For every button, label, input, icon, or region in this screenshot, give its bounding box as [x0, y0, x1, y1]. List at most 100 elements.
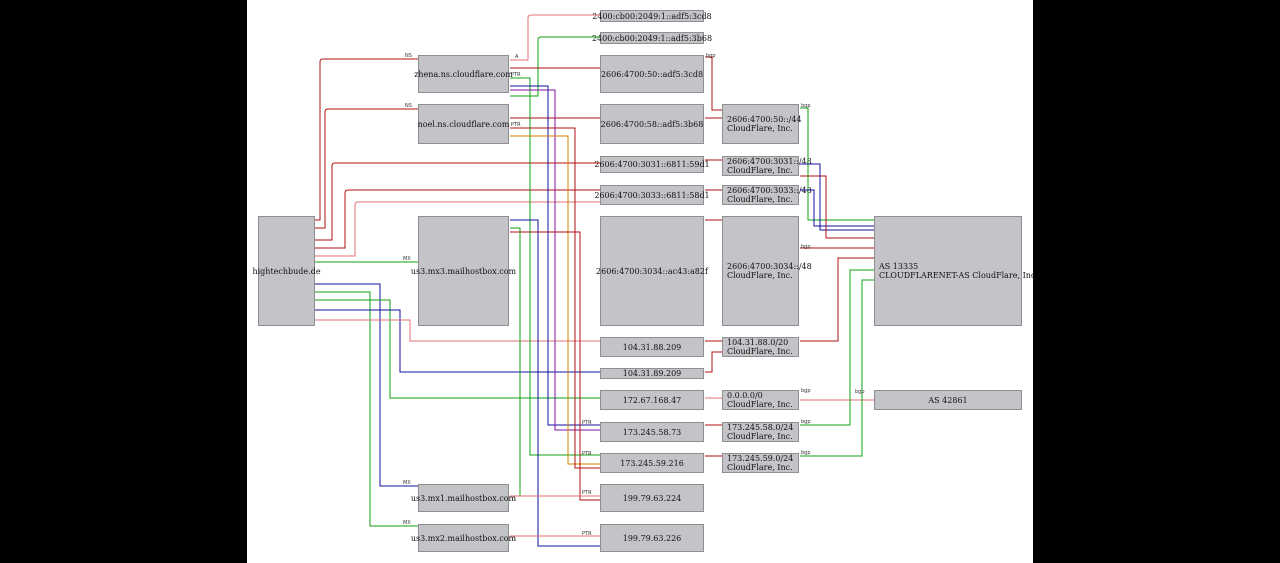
ip-node[interactable]: 199.79.63.226 — [600, 524, 704, 552]
ip-node[interactable]: 104.31.88.209 — [600, 337, 704, 357]
edge-bgp — [705, 351, 722, 373]
node-label: 104.31.89.209 — [622, 369, 682, 378]
edge-a — [510, 219, 600, 547]
edge-label: bgp — [801, 244, 811, 250]
edge-a — [315, 189, 600, 249]
edge-a — [315, 201, 600, 257]
node-label: AS 13335 CLOUDFLARENET-AS CloudFlare, In… — [879, 262, 1038, 280]
edge-label: MX — [403, 480, 411, 486]
netblock-node[interactable]: 2606:4700:3034::/48 CloudFlare, Inc. — [722, 216, 812, 326]
netblock-node[interactable]: 173.245.59.0/24 CloudFlare, Inc. — [722, 453, 799, 473]
edge-label: PTR — [582, 490, 592, 496]
node-label: 199.79.63.226 — [622, 533, 682, 543]
netblock-node[interactable]: 0.0.0.0/0 CloudFlare, Inc. — [722, 390, 799, 410]
node-label: 173.245.59.216 — [620, 458, 684, 468]
node-label: 173.245.58.0/24 CloudFlare, Inc. — [727, 423, 794, 441]
ip-node[interactable]: 2606:4700:3033::6811:58d1 — [594, 185, 710, 205]
edge-bgp — [800, 279, 874, 457]
node-label: 104.31.88.0/20 CloudFlare, Inc. — [727, 338, 793, 356]
nameserver-node-noel[interactable]: noel.ns.cloudflare.com — [418, 104, 509, 144]
node-label: 2606:4700:3031::6811:59d1 — [594, 160, 710, 169]
edge-a — [315, 319, 600, 342]
node-label: 173.245.58.73 — [622, 427, 682, 437]
netblock-node[interactable]: 2606:4700:3033::/48 CloudFlare, Inc. — [722, 185, 812, 205]
ip-node[interactable]: 2400:cb00:2049:1::adf5:3cd8 — [592, 10, 712, 22]
mx-node-mx2[interactable]: us3.mx2.mailhostbox.com — [411, 524, 516, 552]
edge-mx — [315, 283, 418, 487]
node-label: 173.245.59.0/24 CloudFlare, Inc. — [727, 454, 794, 472]
edge-bgp — [705, 56, 722, 111]
netblock-node[interactable]: 2606:4700:50::/44 CloudFlare, Inc. — [722, 104, 802, 144]
edge-a — [315, 309, 600, 373]
ip-node[interactable]: 173.245.59.216 — [600, 453, 704, 473]
node-label: 2606:4700:3033::/48 CloudFlare, Inc. — [727, 186, 812, 204]
edge-label: NS — [405, 103, 412, 109]
ip-node[interactable]: 199.79.63.224 — [600, 484, 704, 512]
netblock-node[interactable]: 2606:4700:3031::/48 CloudFlare, Inc. — [722, 156, 812, 176]
edge-label: bgp — [801, 388, 811, 394]
edge-label: MX — [403, 256, 411, 262]
edge-ns — [315, 58, 418, 221]
domain-node-label: hightechbude.de — [252, 266, 321, 276]
as-node-other[interactable]: AS 42861 — [874, 390, 1022, 410]
edge-ptr — [510, 127, 600, 469]
node-label: 2400:cb00:2049:1::adf5:3cd8 — [592, 11, 712, 21]
edge-a — [315, 299, 600, 399]
edge-bgp — [800, 175, 874, 239]
edge-label: PTR — [582, 420, 592, 426]
edge-label: bgp — [706, 53, 716, 59]
edge-label: PTR — [511, 72, 521, 78]
edge-label: bgp — [801, 450, 811, 456]
nameserver-node-zhena[interactable]: zhena.ns.cloudflare.com — [414, 55, 513, 93]
node-label: 2606:4700:3033::6811:58d1 — [594, 190, 710, 200]
node-label: us3.mx1.mailhostbox.com — [410, 493, 517, 503]
node-label: AS 42861 — [928, 395, 968, 405]
node-label: 2606:4700:3034::/48 CloudFlare, Inc. — [727, 262, 812, 280]
edge-ptr — [510, 77, 600, 456]
ip-node[interactable]: 172.67.168.47 — [600, 390, 704, 410]
node-label: 0.0.0.0/0 CloudFlare, Inc. — [727, 391, 793, 409]
edge-mx — [315, 291, 418, 527]
edge-label: MX — [403, 520, 411, 526]
edge-ns — [315, 108, 418, 229]
domain-node[interactable]: hightechbude.de — [252, 216, 321, 326]
edge-a — [315, 162, 600, 241]
node-label: 2606:4700:3034::ac43:a82f — [596, 266, 708, 276]
netblock-node[interactable]: 104.31.88.0/20 CloudFlare, Inc. — [722, 337, 799, 357]
node-label: zhena.ns.cloudflare.com — [414, 69, 513, 79]
ip-node[interactable]: 2606:4700:3034::ac43:a82f — [596, 216, 708, 326]
graph-canvas: hightechbude.de zhena.ns.cloudflare.com … — [247, 0, 1038, 563]
edge-ptr — [510, 89, 600, 431]
node-label: 2606:4700:3031::/48 CloudFlare, Inc. — [727, 157, 812, 175]
edge-a — [510, 231, 600, 501]
edge-label: PTR — [582, 531, 592, 537]
node-label: 2606:4700:50::/44 CloudFlare, Inc. — [727, 115, 802, 133]
edge-label: PTR — [511, 122, 521, 128]
mx-node-mx1[interactable]: us3.mx1.mailhostbox.com — [411, 484, 516, 512]
ip-node[interactable]: 173.245.58.73 — [600, 422, 704, 442]
edge-a — [510, 36, 600, 97]
edge-bgp — [800, 257, 874, 342]
ip-node[interactable]: 2400:cb00:2049:1::adf5:3b68 — [592, 32, 712, 44]
edge-label: bgp — [855, 389, 865, 395]
node-label: 2606:4700:58::adf5:3b68 — [600, 119, 704, 129]
ip-node[interactable]: 2606:4700:58::adf5:3b68 — [600, 104, 704, 144]
node-label: us3.mx2.mailhostbox.com — [410, 533, 517, 543]
node-label: 2606:4700:50::adf5:3cd8 — [600, 69, 704, 79]
edge-label: PTR — [582, 451, 592, 457]
edge-label: bgp — [801, 103, 811, 109]
ip-node[interactable]: 2606:4700:50::adf5:3cd8 — [600, 55, 704, 93]
as-node-cloudflare[interactable]: AS 13335 CLOUDFLARENET-AS CloudFlare, In… — [874, 216, 1038, 326]
node-label: 172.67.168.47 — [622, 395, 682, 405]
edge-bgp — [800, 269, 874, 426]
node-label: 104.31.88.209 — [622, 342, 682, 352]
edge-ptr — [510, 85, 600, 426]
edge-a — [510, 14, 600, 61]
netblock-node[interactable]: 173.245.58.0/24 CloudFlare, Inc. — [722, 422, 799, 442]
ip-node[interactable]: 2606:4700:3031::6811:59d1 — [594, 156, 710, 173]
ip-node[interactable]: 104.31.89.209 — [600, 368, 704, 379]
edge-label: NS — [405, 53, 412, 59]
node-label: us3.mx3.mailhostbox.com — [410, 266, 517, 276]
mx-node-mx3[interactable]: us3.mx3.mailhostbox.com — [411, 216, 516, 326]
